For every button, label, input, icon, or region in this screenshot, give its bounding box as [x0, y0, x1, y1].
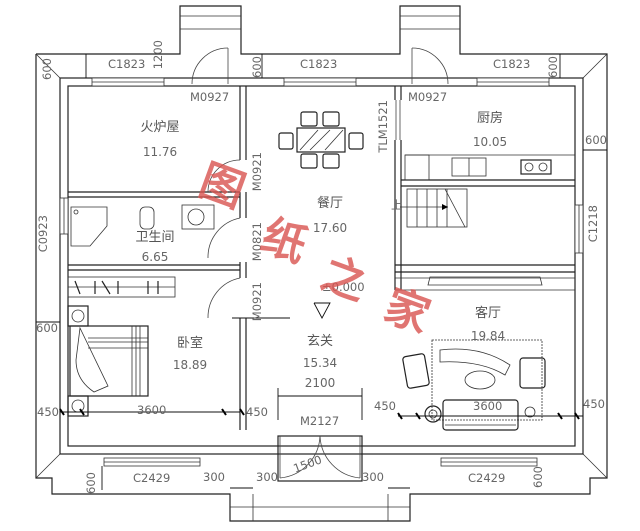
room-name-living: 客厅: [474, 306, 501, 321]
dimension-bedroom-3600: 3600: [137, 403, 167, 417]
stair-up-label: 上: [391, 198, 403, 212]
wardrobe-icon: [67, 276, 176, 298]
window-label-right-side: C1218: [586, 205, 600, 243]
eaves-outline: [35, 5, 608, 522]
room-name-kitchen: 厨房: [476, 111, 503, 126]
room-name-dining: 餐厅: [316, 196, 343, 211]
kitchen-counter-icon: [404, 154, 575, 181]
door-label-sliding: TLM1521: [376, 100, 390, 153]
interior-walls: [68, 86, 575, 430]
door-label-dining-upper: M0921: [250, 152, 264, 192]
room-area-bathroom: 6.65: [141, 250, 169, 264]
window-label-top-left: C1823: [108, 57, 146, 71]
room-area-foyer: 15.34: [302, 356, 338, 370]
dimension-mid-left-450: 450: [246, 405, 268, 419]
dimension-bottom-300-a: 300: [203, 470, 225, 484]
window-label-bottom-right: C2429: [468, 471, 506, 485]
dimension-bottom-right-600: 600: [531, 466, 545, 488]
door-label-top-right: M0927: [408, 90, 448, 104]
dimension-lines: [36, 54, 607, 490]
room-name-fireplace: 火炉屋: [140, 120, 180, 135]
dimension-mid-right-450: 450: [374, 399, 396, 413]
window-label-top-middle: C1823: [300, 57, 338, 71]
dimension-right-600: 600: [585, 133, 607, 147]
foyer-dimension-2100: 2100: [304, 376, 336, 390]
room-name-foyer: 玄关: [306, 334, 333, 349]
room-name-bathroom: 卫生间: [135, 230, 175, 245]
window-label-top-right: C1823: [493, 57, 531, 71]
room-area-dining: 17.60: [312, 221, 348, 235]
windows: [59, 77, 584, 467]
doors: [191, 47, 449, 479]
sofa-set-icon: [402, 339, 546, 431]
dimension-left-600: 600: [36, 321, 58, 335]
dimension-bottom-left-600: 600: [84, 472, 98, 494]
dimension-top-right-600: 600: [546, 56, 560, 78]
dimension-top-mid-600: 600: [250, 56, 264, 78]
dimension-living-3600: 3600: [473, 399, 503, 413]
door-label-dining-lower: M0921: [250, 282, 264, 322]
bathroom-fixtures-icon: [70, 204, 215, 247]
room-name-bedroom: 卧室: [176, 336, 203, 351]
dining-table-icon: [278, 111, 364, 169]
door-label-top-left: M0927: [190, 90, 230, 104]
room-area-living: 19.84: [470, 329, 506, 343]
room-area-bedroom: 18.89: [172, 358, 208, 372]
dimension-bottom-300-c: 300: [362, 470, 384, 484]
room-area-fireplace: 11.76: [142, 145, 178, 159]
dimension-top-left-600: 600: [40, 58, 54, 80]
tv-cabinet-icon: [427, 276, 543, 286]
window-label-bottom-left: C2429: [133, 471, 171, 485]
dimension-left-450: 450: [37, 405, 59, 419]
floor-level-mark: ±0.000: [322, 280, 365, 294]
door-label-entrance: M2127: [300, 414, 340, 428]
dimension-right-450: 450: [583, 397, 605, 411]
bed-icon: [67, 305, 149, 417]
dimension-bottom-300-b: 300: [256, 470, 278, 484]
dimension-top-1200: 1200: [151, 40, 165, 70]
room-area-kitchen: 10.05: [472, 135, 508, 149]
stairs-icon: [400, 188, 468, 228]
window-label-left-side: C0923: [36, 215, 50, 253]
